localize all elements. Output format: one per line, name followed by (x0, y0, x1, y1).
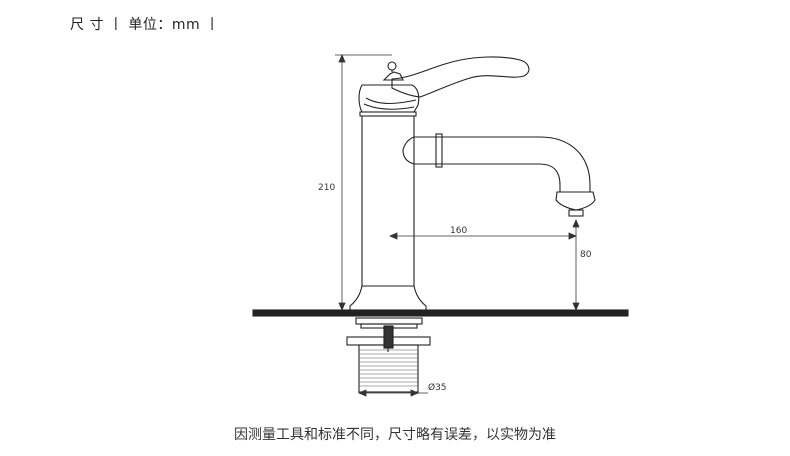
spout (414, 136, 591, 193)
inlet-pipe (383, 325, 394, 349)
header-separator: 丨 (108, 17, 124, 33)
dimension-header: 尺 寸 丨 单位：mm 丨 (70, 14, 220, 34)
faucet-column (361, 116, 415, 287)
cartridge-cap (358, 84, 420, 113)
handle-finial (382, 71, 404, 81)
aerator (555, 191, 596, 211)
height-total-label: 210 (318, 183, 335, 193)
aerator-tip (568, 209, 584, 217)
disclaimer-caption: 因测量工具和标准不同，尺寸略有误差，以实物为准 (234, 427, 556, 443)
handle-lever (391, 56, 530, 98)
thread-lines (359, 349, 418, 387)
countertop (252, 309, 629, 317)
header-separator-end: 丨 (205, 17, 220, 33)
spout-height-label: 80 (580, 250, 592, 260)
faucet-base (349, 285, 427, 311)
gasket (355, 317, 423, 325)
size-label: 尺 寸 (70, 17, 104, 33)
thread-diameter-label: Ø35 (428, 382, 447, 393)
threaded-shank (358, 344, 419, 393)
unit-label: 单位：mm (128, 17, 201, 33)
spout-ring (435, 133, 443, 168)
spout-reach-label: 160 (450, 226, 467, 236)
handle-knob (387, 61, 397, 71)
faucet-body (359, 111, 417, 117)
